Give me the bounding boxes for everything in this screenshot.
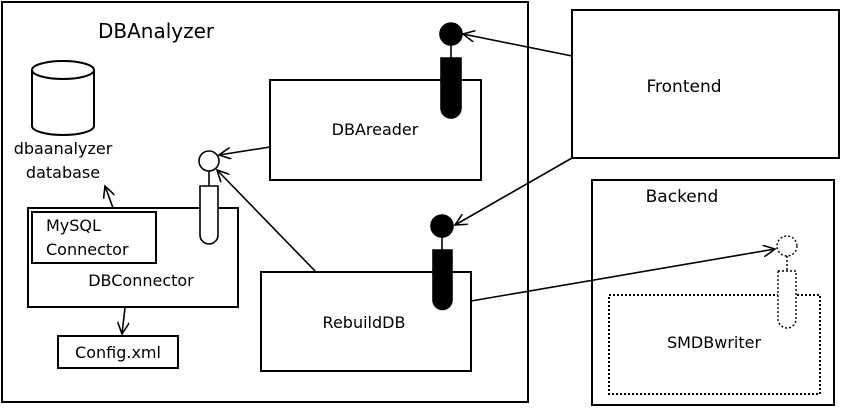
frontend-to-dbreader-arrow xyxy=(463,34,573,57)
frontend-box xyxy=(571,9,840,159)
dbreader-to-connector-arrow xyxy=(219,146,271,155)
mysql-connector-label-line2: Connector xyxy=(46,240,129,259)
backend-label: Backend xyxy=(646,187,719,207)
rebuilddb-provided-interface-icon xyxy=(430,214,454,311)
mysql-connector-label-line1: MySQL xyxy=(46,216,101,235)
dbreader-provided-interface-icon xyxy=(439,22,463,119)
database-label-line1: dbaanalyzer xyxy=(14,139,113,158)
database-cylinder-icon xyxy=(31,60,95,136)
rebuilddb-to-connector-arrow xyxy=(217,170,317,273)
smdbwriter-label: SMDBwriter xyxy=(667,333,761,352)
dbconnector-interface-icon xyxy=(198,150,220,245)
database-label-line2: database xyxy=(26,163,100,182)
dbanalyzer-title: DBAnalyzer xyxy=(98,19,215,43)
dbconnector-label: DBConnector xyxy=(88,271,194,290)
mysql-connector-box xyxy=(31,211,157,264)
smdbwriter-interface-icon xyxy=(776,235,798,329)
connector-to-config-arrow xyxy=(122,307,125,334)
config-label: Config.xml xyxy=(75,343,161,362)
frontend-label: Frontend xyxy=(646,77,721,97)
config-box xyxy=(57,335,179,369)
rebuilddb-to-smdbwriter-arrow xyxy=(470,249,775,302)
frontend-to-rebuilddb-arrow xyxy=(455,157,573,225)
dbreader-label: DBAreader xyxy=(332,120,419,139)
rebuilddb-label: RebuildDB xyxy=(323,313,406,332)
connector-to-database-arrow xyxy=(105,186,113,209)
